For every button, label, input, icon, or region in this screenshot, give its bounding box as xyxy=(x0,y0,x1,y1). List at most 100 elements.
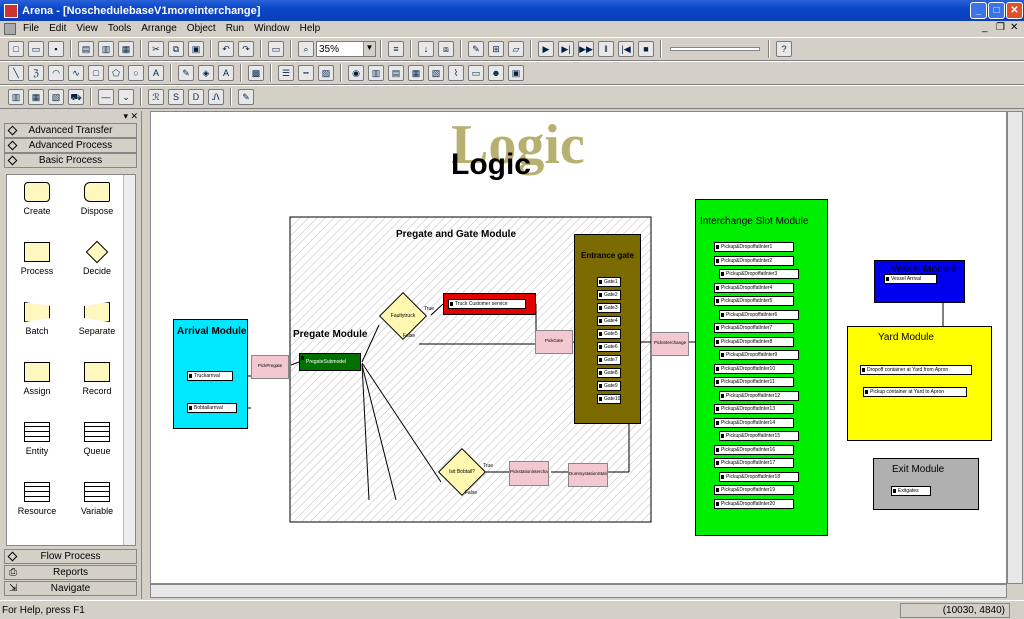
interchange-slot-block[interactable]: Pickup&Dropoffatlnter17 xyxy=(714,458,794,468)
shape-separate[interactable]: Separate xyxy=(67,295,127,355)
close-button[interactable]: ✕ xyxy=(1006,2,1023,19)
shape-process[interactable]: Process xyxy=(7,235,67,295)
redo-icon[interactable]: ↷ xyxy=(238,41,254,57)
zoom-icon[interactable]: ⌕ xyxy=(298,41,314,57)
gate-block[interactable]: Gate5 xyxy=(597,329,621,339)
gate-block[interactable]: Gate8 xyxy=(597,368,621,378)
panel-flow-process[interactable]: Flow Process xyxy=(4,549,137,564)
gate-block[interactable]: Gate10 xyxy=(597,394,621,404)
print-icon[interactable]: ▦ xyxy=(118,41,134,57)
bezier-icon[interactable]: ∿ xyxy=(68,65,84,81)
pickup-yard-block[interactable]: Pickup container at Yard to Apron xyxy=(863,387,967,397)
promote-path-icon[interactable]: ✎ xyxy=(238,89,254,105)
interchange-slot-block[interactable]: Pickup&Dropoffatlnter5 xyxy=(714,296,794,306)
interchange-slot-block[interactable]: Pickup&Dropoffatlnter1 xyxy=(714,242,794,252)
truck-arrival-block[interactable]: Truckarrival xyxy=(187,371,233,381)
animate-variable-icon[interactable]: ▤ xyxy=(388,65,404,81)
animate-date-icon[interactable]: ▥ xyxy=(368,65,384,81)
station-marker-icon[interactable]: ― xyxy=(98,89,114,105)
interchange-slot-block[interactable]: Pickup&Dropoffatlnter19 xyxy=(714,485,794,495)
view-layout-icon[interactable]: ▭ xyxy=(268,41,284,57)
line-width-icon[interactable]: ☰ xyxy=(278,65,294,81)
interchange-slot-block[interactable]: Pickup&Dropoffatlnter20 xyxy=(714,498,794,509)
shape-variable[interactable]: Variable xyxy=(67,475,127,535)
submodel-icon[interactable]: ✎ xyxy=(468,41,484,57)
shape-dispose[interactable]: Dispose xyxy=(67,175,127,235)
panel-reports[interactable]: ⎙Reports xyxy=(4,565,137,580)
animate-clock-icon[interactable]: ◉ xyxy=(348,65,364,81)
menu-object[interactable]: Object xyxy=(186,23,216,34)
distance-icon[interactable]: Ꭰ xyxy=(188,89,204,105)
polyline-icon[interactable]: ℨ xyxy=(28,65,44,81)
document-icon[interactable] xyxy=(4,22,16,35)
animate-global-icon[interactable]: ▣ xyxy=(508,65,524,81)
ellipse-icon[interactable]: ○ xyxy=(128,65,144,81)
project-bar-close-icon[interactable]: ▾ ✕ xyxy=(123,111,138,121)
gate-block[interactable]: Gate2 xyxy=(597,290,621,300)
context-help-icon[interactable]: ? xyxy=(776,41,792,57)
interchange-slot-block[interactable]: Pickup&Dropoffatlnter18 xyxy=(719,471,799,482)
gate-block[interactable]: Gate6 xyxy=(597,342,621,352)
storage-icon[interactable]: ▥ xyxy=(8,89,24,105)
shape-record[interactable]: Record xyxy=(67,355,127,415)
fill-color-icon[interactable]: ◈ xyxy=(198,65,214,81)
run-step-icon[interactable]: ▶| xyxy=(558,41,574,57)
cut-icon[interactable]: ✂ xyxy=(148,41,164,57)
gate-block[interactable]: Gate3 xyxy=(597,303,621,313)
panel-navigate[interactable]: ⇲Navigate xyxy=(4,581,137,596)
shape-create[interactable]: Create xyxy=(7,175,67,235)
vessel-arrival-block[interactable]: Vessel Arrival xyxy=(884,274,937,284)
line-icon[interactable]: ╲ xyxy=(8,65,24,81)
paste-icon[interactable]: ▣ xyxy=(188,41,204,57)
menu-tools[interactable]: Tools xyxy=(107,23,132,34)
polygon-icon[interactable]: ⬠ xyxy=(108,65,124,81)
maximize-button[interactable]: □ xyxy=(988,2,1005,19)
new-file-icon[interactable]: □ xyxy=(8,41,24,57)
mdi-close-icon[interactable]: ✕ xyxy=(1010,22,1019,33)
shape-queue[interactable]: Queue xyxy=(67,415,127,475)
canvas-vertical-scrollbar[interactable] xyxy=(1007,111,1023,584)
fill-pattern-icon[interactable]: ▨ xyxy=(318,65,334,81)
panel-advanced-process[interactable]: Advanced Process xyxy=(4,138,137,153)
stop-icon[interactable]: ■ xyxy=(638,41,654,57)
open-file-icon[interactable]: ▭ xyxy=(28,41,44,57)
animate-plot-icon[interactable]: ⌇ xyxy=(448,65,464,81)
interchange-slot-block[interactable]: Pickup&Dropoffatlnter13 xyxy=(714,404,794,414)
gate-block[interactable]: Gate9 xyxy=(597,381,621,391)
template-attach-icon[interactable]: ▤ xyxy=(78,41,94,57)
shape-batch[interactable]: Batch xyxy=(7,295,67,355)
text-color-icon[interactable]: A xyxy=(218,65,234,81)
menu-view[interactable]: View xyxy=(76,23,98,34)
arc-icon[interactable]: ◠ xyxy=(48,65,64,81)
named-view-icon[interactable]: ⊞ xyxy=(488,41,504,57)
pause-icon[interactable]: ‖ xyxy=(598,41,614,57)
parking-icon[interactable]: ▧ xyxy=(48,89,64,105)
save-icon[interactable]: ▪ xyxy=(48,41,64,57)
pickstation-interchange-block[interactable]: Pickstationinterchange xyxy=(509,461,549,486)
truck-customer-service-block[interactable]: Truck Customer service xyxy=(448,299,526,309)
exit-gates-block[interactable]: Exitgates xyxy=(891,486,931,496)
transporter-icon[interactable]: ⛟ xyxy=(68,89,84,105)
template-detach-icon[interactable]: ▥ xyxy=(98,41,114,57)
line-style-icon[interactable]: ┅ xyxy=(298,65,314,81)
pregate-submodel-block[interactable]: PregateSubmodel xyxy=(299,353,361,371)
layers-icon[interactable]: ≡ xyxy=(388,41,404,57)
animation-speed-slider[interactable] xyxy=(670,47,760,51)
interchange-slot-block[interactable]: Pickup&Dropoffatlnter12 xyxy=(719,390,799,401)
animate-level-icon[interactable]: ▦ xyxy=(408,65,424,81)
dropoff-yard-block[interactable]: Dropoff container at Yard from Apron xyxy=(860,365,972,375)
network-icon[interactable]: Ꮑ xyxy=(208,89,224,105)
interchange-slot-block[interactable]: Pickup&Dropoffatlnter11 xyxy=(714,377,794,387)
dummy-station-block[interactable]: DummystationStation xyxy=(568,463,608,487)
model-canvas[interactable]: Logic Logic Arrival Module Truckarrival … xyxy=(150,111,1007,584)
interchange-slot-block[interactable]: Pickup&Dropoffatlnter15 xyxy=(719,431,799,441)
mdi-restore-icon[interactable]: ❐ xyxy=(996,22,1005,33)
interchange-slot-block[interactable]: Pickup&Dropoffatlnter14 xyxy=(714,417,794,428)
route-icon[interactable]: ℛ xyxy=(148,89,164,105)
menu-arrange[interactable]: Arrange xyxy=(141,23,177,34)
interchange-slot-block[interactable]: Pickup&Dropoffatlnter6 xyxy=(719,309,799,320)
menu-run[interactable]: Run xyxy=(225,23,245,34)
segment-icon[interactable]: Ѕ xyxy=(168,89,184,105)
interchange-slot-block[interactable]: Pickup&Dropoffatlnter7 xyxy=(714,323,794,333)
fast-forward-icon[interactable]: ▶▶ xyxy=(578,41,594,57)
